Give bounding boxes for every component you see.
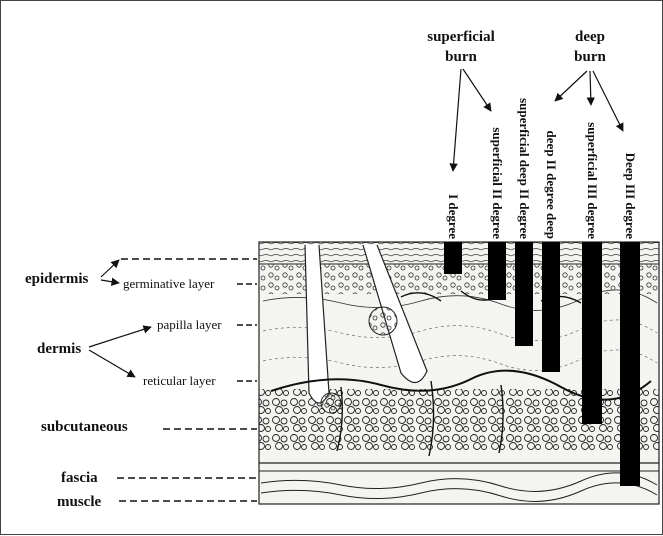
layer-labels: epidermis germinative layer dermis papil… — [25, 259, 257, 510]
deep-burn-line2: burn — [574, 49, 606, 65]
burn-group-deep: deep burn — [555, 29, 623, 131]
superficial-burn-line1: superficial — [427, 29, 495, 45]
label-superficial-ii-degree: superficial II degree — [490, 127, 505, 239]
bar-deep-iii-degree — [620, 242, 640, 486]
label-superficial-iii-degree: superficial III degree — [585, 122, 600, 239]
label-papilla-layer: papilla layer — [157, 317, 222, 332]
label-superficial-deep-ii-degree: superficial deep II degree — [517, 98, 532, 239]
bar-superficial-ii-degree — [488, 242, 506, 300]
sebaceous-gland — [369, 307, 397, 335]
deep-burn-line1: deep — [575, 29, 605, 45]
bar-i-degree — [444, 242, 462, 274]
label-subcutaneous: subcutaneous — [41, 419, 128, 435]
bar-superficial-iii-degree — [582, 242, 602, 424]
arrow-to-superficial-ii — [463, 69, 491, 111]
degree-labels: I degree superficial II degree superfici… — [446, 98, 638, 239]
label-i-degree: I degree — [446, 194, 461, 239]
burn-group-superficial: superficial burn — [427, 29, 495, 171]
arrow-to-deep-ii — [555, 71, 587, 101]
bar-superficial-deep-ii-degree — [515, 242, 533, 346]
arrow-to-i-degree — [453, 69, 461, 171]
label-epidermis: epidermis — [25, 271, 88, 287]
arrow-to-superficial-iii — [590, 71, 591, 105]
superficial-burn-line2: burn — [445, 49, 477, 65]
label-muscle: muscle — [57, 494, 102, 510]
label-deep-iii-degree: Deep III degree — [623, 153, 638, 240]
label-reticular-layer: reticular layer — [143, 373, 216, 388]
label-dermis: dermis — [37, 341, 81, 357]
label-deep-ii-degree: deep II degree deep — [544, 131, 559, 239]
label-germinative-layer: germinative layer — [123, 276, 215, 291]
label-fascia: fascia — [61, 470, 98, 486]
bar-deep-ii-degree — [542, 242, 560, 372]
